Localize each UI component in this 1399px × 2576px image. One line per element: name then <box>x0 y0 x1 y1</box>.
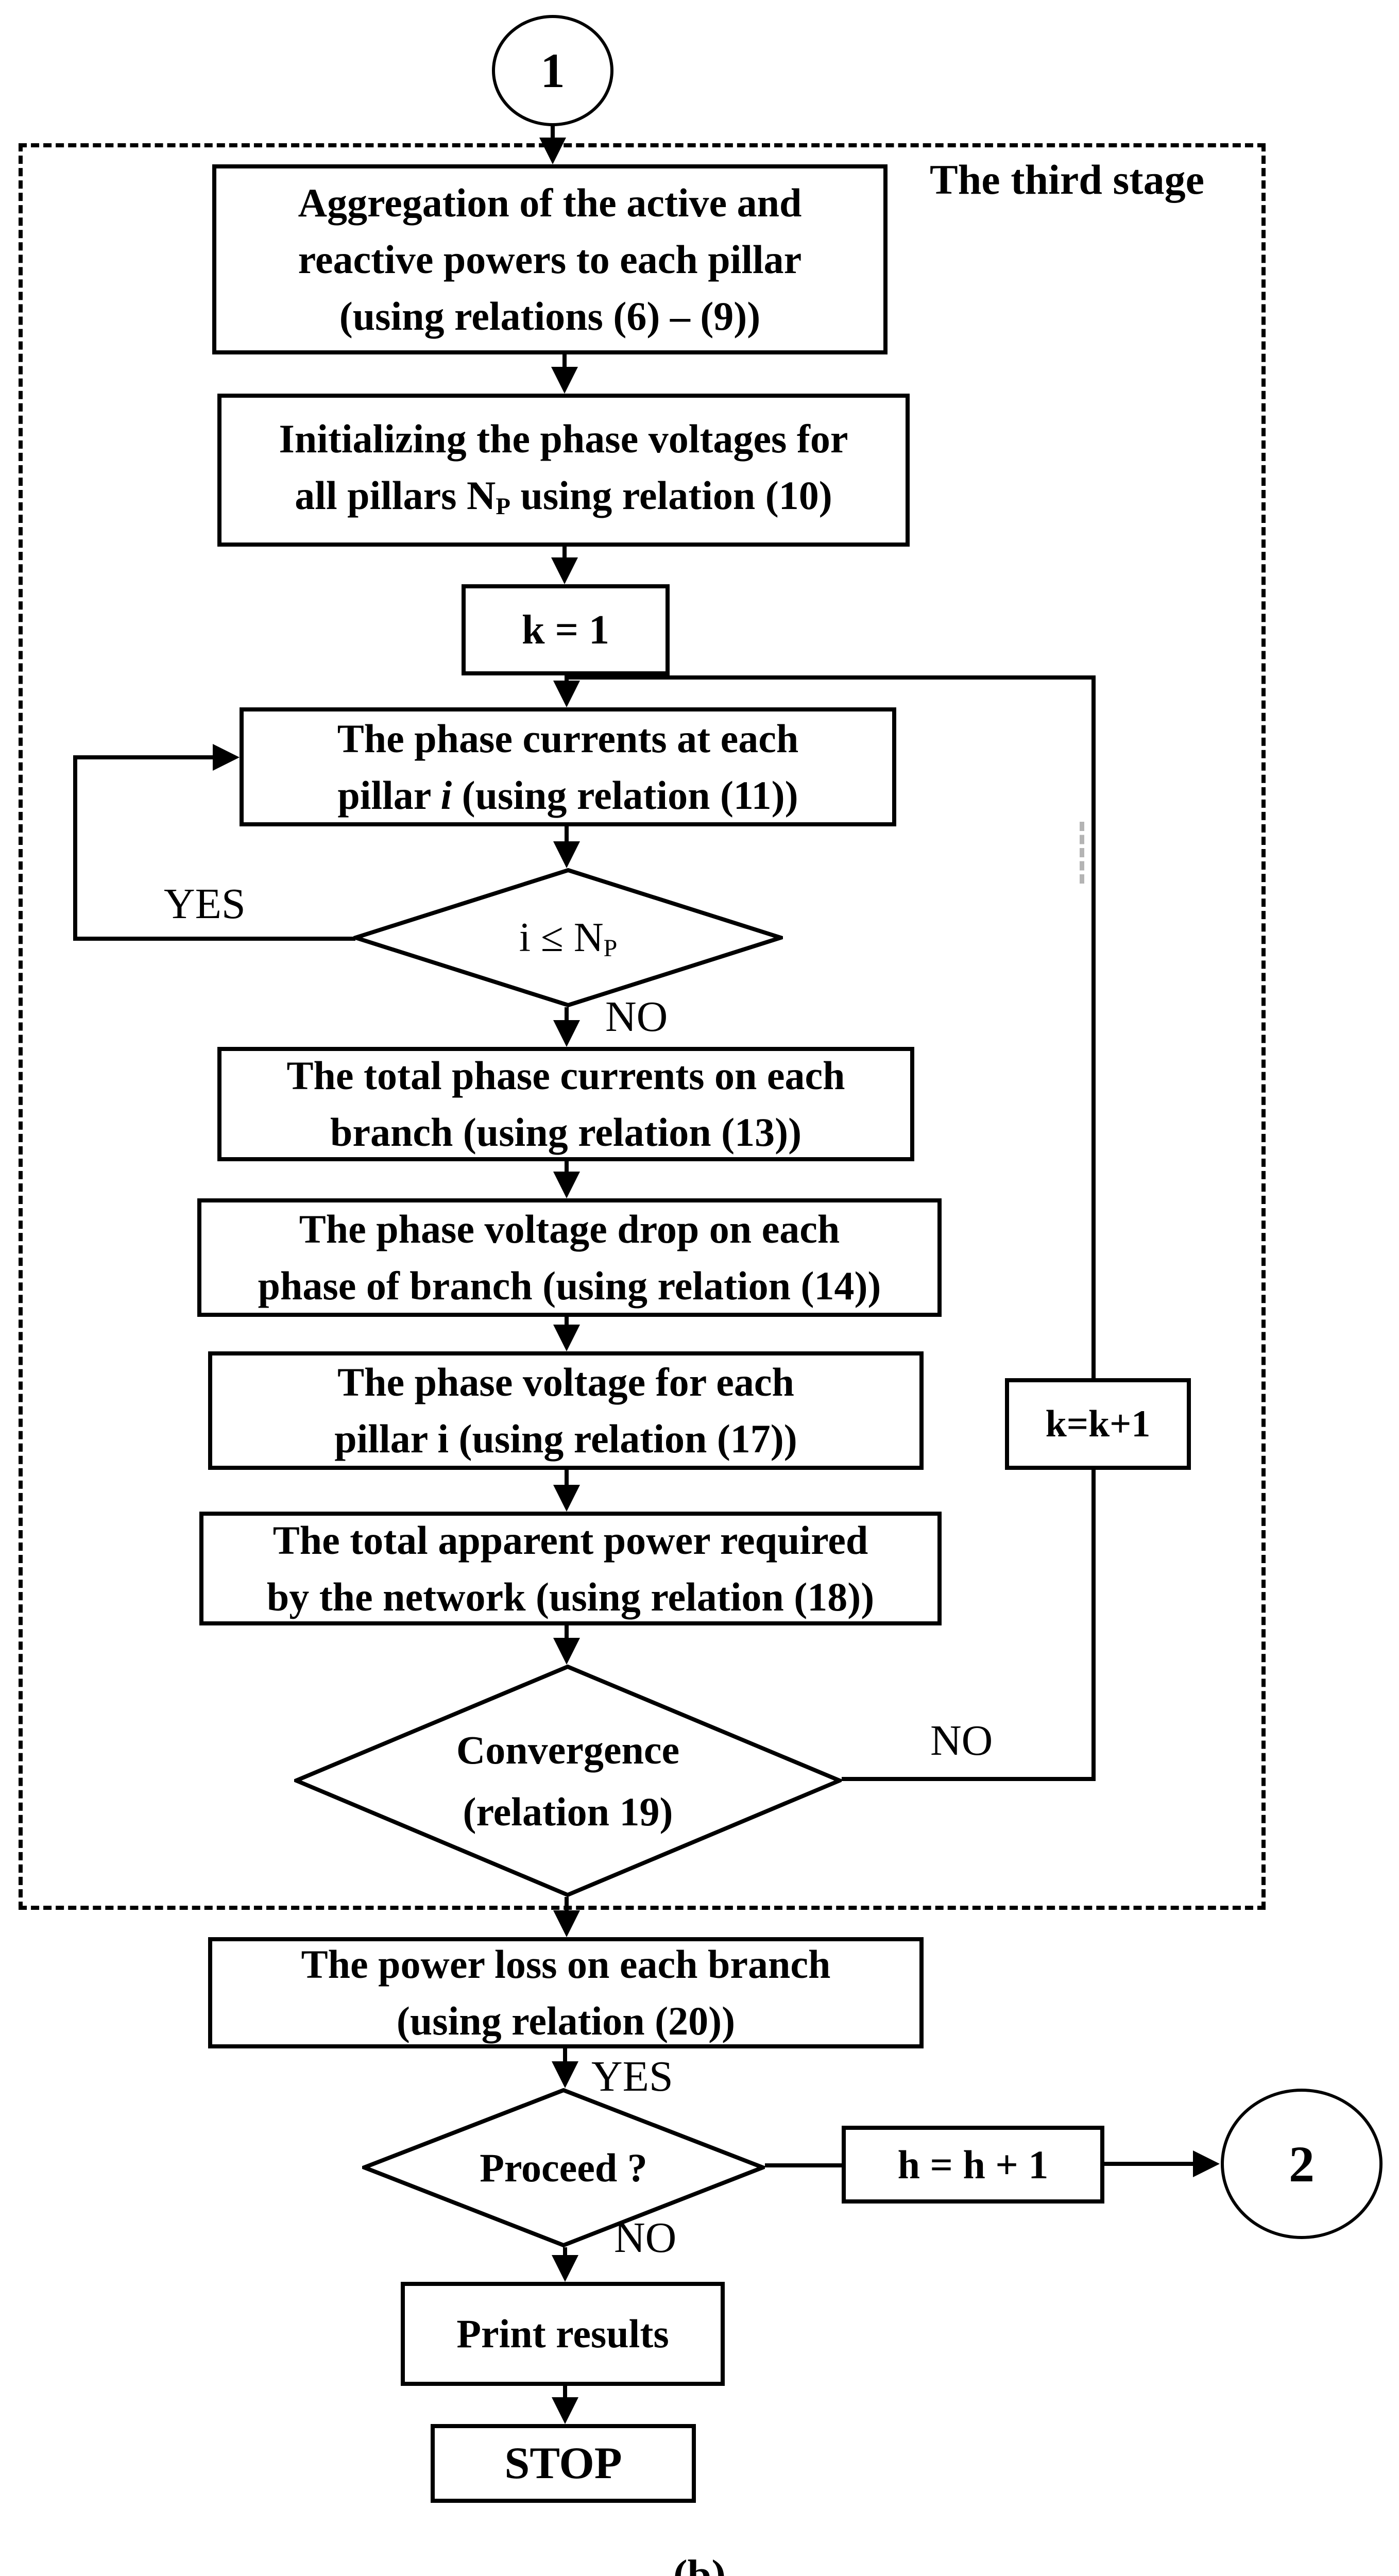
process-voltage-drop: The phase voltage drop on each phase of … <box>197 1198 942 1317</box>
decision-text: Proceed ? <box>480 2145 647 2190</box>
process-h-increment: h = h + 1 <box>842 2126 1104 2204</box>
edge-total-currents-to-voltage-drop <box>565 1161 569 1177</box>
arrowhead <box>553 1020 580 1047</box>
label-yes-pillar-loop: YES <box>164 880 246 928</box>
k-loop-lower-line <box>1091 1470 1096 1781</box>
process-text: pillar i (using relation (11)) <box>337 772 798 818</box>
arrowhead <box>1193 2150 1220 2177</box>
arrowhead <box>539 138 566 164</box>
edge-start-to-aggregation <box>551 126 555 142</box>
process-k-increment: k=k+1 <box>1005 1378 1191 1470</box>
process-text: Print results <box>456 2311 669 2356</box>
process-text: The phase voltage for each <box>337 1360 794 1404</box>
decision-pillar-loop-shape <box>353 868 783 1007</box>
process-k-init: k = 1 <box>462 584 670 675</box>
process-text: all pillars NP using relation (10) <box>295 473 832 520</box>
label-yes-proceed: YES <box>591 2053 673 2100</box>
arrowhead <box>213 744 240 771</box>
process-phase-currents: The phase currents at each pillar i (usi… <box>240 707 896 826</box>
edge-phase-currents-to-diamond <box>565 826 569 847</box>
k-loop-junction-line <box>565 675 1096 680</box>
decision-text: i ≤ NP <box>519 914 618 962</box>
arrowhead <box>552 2061 578 2088</box>
decision-proceed-shape <box>362 2088 765 2247</box>
process-text: The total apparent power required <box>272 1517 868 1563</box>
yes-loop-bottom-line <box>73 937 355 941</box>
decision-text: Convergence <box>456 1727 680 1772</box>
arrowhead <box>553 1172 580 1198</box>
edge-aggregation-to-initializing <box>562 354 567 373</box>
yes-loop-left-line <box>73 755 77 941</box>
arrowhead <box>553 841 580 868</box>
decision-convergence: Convergence (relation 19) <box>294 1665 842 1897</box>
process-text: STOP <box>504 2438 622 2488</box>
figure-caption: (b) <box>673 2551 726 2576</box>
stage-title: The third stage <box>930 156 1204 203</box>
process-text: The phase voltage drop on each <box>299 1207 840 1251</box>
process-text: (using relation (20)) <box>396 1998 736 2043</box>
edge-voltage-drop-to-phase-voltage <box>565 1317 569 1330</box>
connector-circle-start: 1 <box>492 15 613 126</box>
process-text: (using relations (6) – (9)) <box>339 293 761 338</box>
process-text: The power loss on each branch <box>301 1942 831 1987</box>
edge-phase-voltage-to-apparent-power <box>565 1470 569 1490</box>
decision-convergence-shape <box>294 1665 842 1897</box>
process-text: h = h + 1 <box>897 2142 1049 2187</box>
edge-apparent-power-to-convergence <box>565 1625 569 1644</box>
edge-print-to-stop <box>563 2386 567 2402</box>
decision-proceed: Proceed ? <box>362 2088 765 2247</box>
decision-pillar-loop: i ≤ NP <box>353 868 783 1007</box>
arrowhead <box>553 681 580 707</box>
edge-initializing-to-k1 <box>562 547 567 562</box>
edge-proceed-to-print <box>563 2247 567 2261</box>
subscript: P <box>496 493 510 520</box>
process-text: pillar i (using relation (17)) <box>334 1416 797 1461</box>
process-text: The total phase currents on each <box>286 1053 845 1098</box>
connector-start-number: 1 <box>540 43 565 98</box>
yes-loop-top-line <box>73 755 216 759</box>
process-print-results: Print results <box>401 2282 725 2386</box>
process-apparent-power: The total apparent power required by the… <box>199 1512 942 1625</box>
process-aggregation: Aggregation of the active and reactive p… <box>212 164 888 354</box>
arrowhead <box>553 1910 580 1937</box>
arrowhead <box>553 1325 580 1351</box>
process-phase-voltage: The phase voltage for each pillar i (usi… <box>208 1351 924 1470</box>
process-text: Aggregation of the active and <box>298 180 802 225</box>
arrowhead <box>553 1485 580 1512</box>
third-stage-boundary <box>19 143 1266 1910</box>
edge-h-increment-to-end <box>1104 2162 1195 2166</box>
decision-text: (relation 19) <box>463 1789 673 1834</box>
no-loop-line <box>842 1777 1096 1781</box>
process-power-loss: The power loss on each branch (using rel… <box>208 1937 924 2048</box>
process-text: reactive powers to each pillar <box>298 236 802 282</box>
connector-end-number: 2 <box>1289 2135 1315 2193</box>
arrowhead <box>552 2397 578 2424</box>
process-total-phase-currents: The total phase currents on each branch … <box>217 1047 914 1161</box>
arrowhead <box>551 557 578 584</box>
subscript: P <box>603 935 618 962</box>
process-text: Initializing the phase voltages for <box>279 416 848 461</box>
connector-circle-end: 2 <box>1221 2089 1383 2239</box>
process-text: by the network (using relation (18)) <box>266 1574 875 1619</box>
label-no-proceed: NO <box>614 2214 677 2262</box>
arrowhead <box>553 1638 580 1665</box>
edge-power-loss-to-proceed <box>563 2048 567 2067</box>
label-no-pillar-loop: NO <box>605 993 668 1041</box>
process-text: phase of branch (using relation (14)) <box>258 1263 881 1308</box>
process-initializing-voltages: Initializing the phase voltages for all … <box>217 394 910 547</box>
process-text: k=k+1 <box>1045 1403 1151 1445</box>
scan-artifact-line <box>1080 822 1084 884</box>
process-text: The phase currents at each <box>337 716 799 761</box>
label-no-convergence: NO <box>930 1717 993 1765</box>
k-loop-upper-line <box>1091 675 1096 1378</box>
arrowhead <box>551 367 578 394</box>
process-text: k = 1 <box>521 607 610 653</box>
edge-proceed-to-h-increment <box>765 2163 842 2167</box>
edge-convergence-to-power-loss <box>565 1897 569 1916</box>
arrowhead <box>552 2255 578 2282</box>
process-text: branch (using relation (13)) <box>330 1110 802 1155</box>
process-stop: STOP <box>431 2424 696 2503</box>
edge-diamond-to-total-currents <box>565 1007 569 1026</box>
